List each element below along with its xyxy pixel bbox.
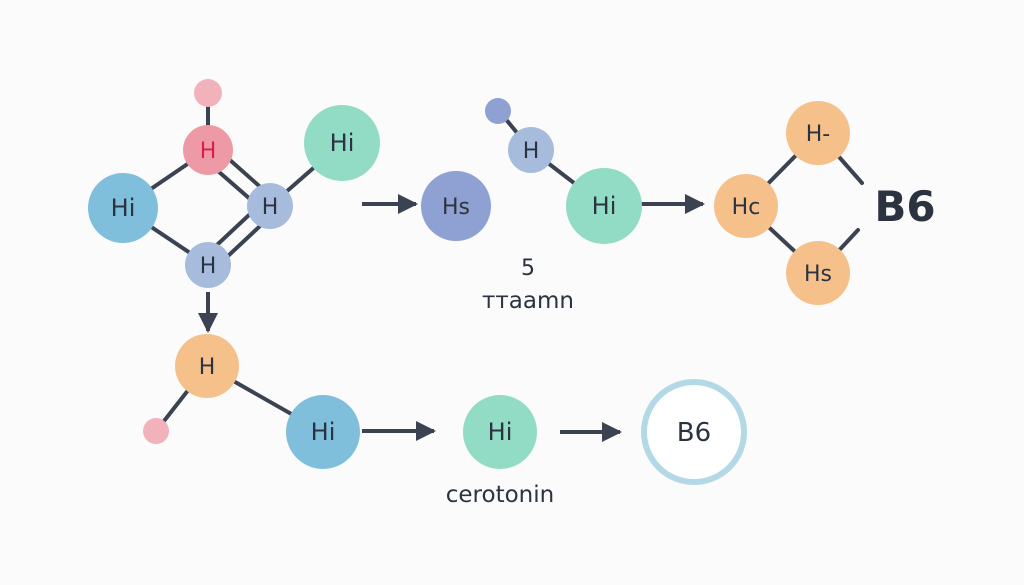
node-small-blue-h: H <box>508 127 554 173</box>
node-center-h: H <box>247 183 293 229</box>
node-hs: Hѕ <box>421 171 491 241</box>
pink-dot-top <box>194 79 222 107</box>
node-top-h-label: H <box>200 139 217 164</box>
node-hs-label: Hѕ <box>442 195 470 220</box>
node-bottom-orange: Hѕ <box>786 241 850 305</box>
arrows <box>198 194 705 442</box>
node-bottom-orange-label: Hѕ <box>804 262 832 287</box>
label-number: 5 <box>521 256 535 281</box>
node-b6-ring-label: B6 <box>677 418 711 448</box>
pink-dot-bottom <box>143 418 169 444</box>
node-mid-teal-hi-label: Hi <box>592 192 617 220</box>
node-blue-hi: Hi <box>286 395 360 469</box>
node-left-hi-label: Hi <box>111 194 136 222</box>
node-orange-h-label: H <box>199 355 216 380</box>
node-teal-hi: Hi <box>463 395 537 469</box>
node-left-hi: Hi <box>88 173 158 243</box>
label-cerotonin: cerotonin <box>446 482 554 508</box>
node-top-teal-hi: Hi <box>304 105 380 181</box>
node-lower-h: H <box>185 242 231 288</box>
node-small-blue-h-label: H <box>523 139 540 164</box>
node-top-h: H <box>183 125 233 175</box>
node-blue-hi-label: Hi <box>311 418 336 446</box>
node-b6-ring: B6 <box>641 379 747 485</box>
node-top-teal-hi-label: Hi <box>330 129 355 157</box>
node-lower-h-label: H <box>200 254 217 279</box>
node-top-orange: H- <box>786 101 850 165</box>
label-b6-bold: B6 <box>874 182 935 231</box>
node-orange-h: H <box>175 334 239 398</box>
node-teal-hi-label: Hi <box>488 418 513 446</box>
node-center-h-label: H <box>262 195 279 220</box>
node-hc: Hс <box>714 174 778 238</box>
label-word: ттааmn <box>482 288 574 314</box>
node-mid-teal-hi: Hi <box>566 168 642 244</box>
blue-dot-small <box>485 98 511 124</box>
node-hc-label: Hс <box>732 195 761 220</box>
node-top-orange-label: H- <box>806 122 830 147</box>
